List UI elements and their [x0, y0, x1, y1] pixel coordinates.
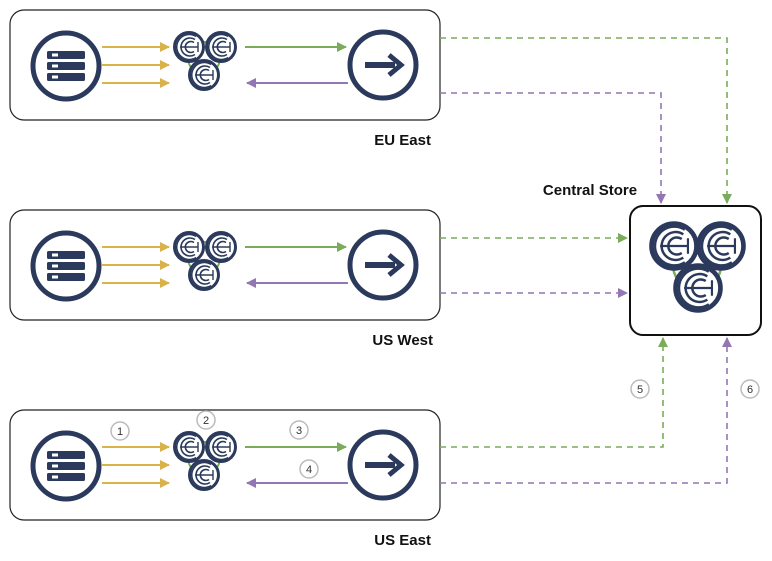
- region-label: US East: [374, 532, 431, 549]
- eu-east-green-line: [440, 37, 732, 204]
- step-marker: 1: [110, 421, 130, 441]
- step-number: 6: [747, 384, 753, 396]
- region-box: [9, 209, 441, 321]
- step-marker: 3: [289, 420, 309, 440]
- step-number: 5: [637, 384, 643, 396]
- region-us-east: US East 1 2 3 4: [9, 409, 441, 549]
- server-icon: [33, 33, 99, 99]
- eu-east-purple-line: [440, 92, 666, 204]
- replication-lines: [440, 37, 732, 484]
- us-east-green-line: [440, 337, 668, 448]
- step-number: 3: [296, 425, 302, 437]
- step-marker: 2: [196, 410, 216, 430]
- request-arrows: [102, 442, 170, 488]
- step-number: 1: [117, 426, 123, 438]
- step-number: 2: [203, 415, 209, 427]
- step-number: 4: [306, 464, 312, 476]
- region-us-west: US West: [9, 209, 441, 349]
- step-marker: 5: [630, 379, 650, 399]
- request-arrows: [102, 42, 170, 88]
- arrow-right-icon: [350, 32, 416, 98]
- server-icon: [33, 433, 99, 499]
- step-marker: 6: [740, 379, 760, 399]
- request-arrows: [102, 242, 170, 288]
- central-store-label: Central Store: [543, 182, 637, 199]
- region-label: US West: [372, 332, 433, 349]
- cockroach-cluster-icon: [652, 224, 744, 311]
- arrow-right-icon: [350, 232, 416, 298]
- us-east-purple-line: [440, 337, 732, 484]
- central-store: Central Store: [543, 182, 762, 336]
- server-icon: [33, 233, 99, 299]
- region-eu-east: EU East: [9, 9, 441, 149]
- step-marker: 4: [299, 459, 319, 479]
- region-box: [9, 9, 441, 121]
- arrow-right-icon: [350, 432, 416, 498]
- region-label: EU East: [374, 132, 431, 149]
